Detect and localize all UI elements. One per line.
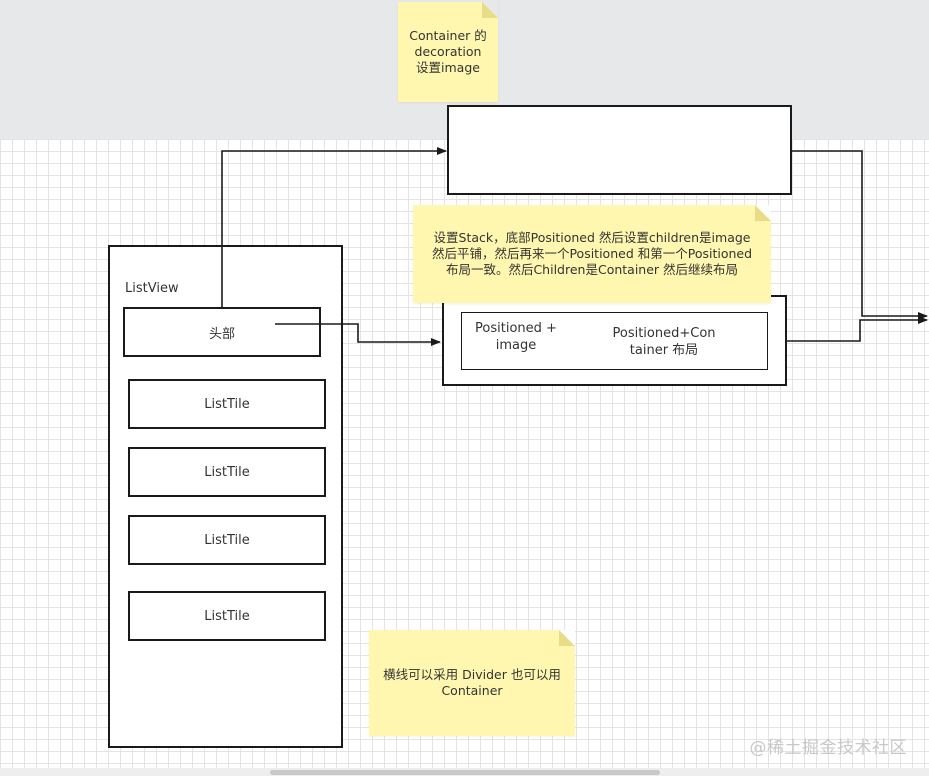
note-fold-icon	[482, 2, 498, 18]
note-stack-description[interactable]: 设置Stack，底部Positioned 然后设置children是image …	[413, 205, 771, 303]
note-divider-hint[interactable]: 横线可以采用 Divider 也可以用 Container	[369, 630, 575, 736]
connector-header-to-stack	[275, 323, 441, 346]
stack-right-label: Positioned+Con tainer 布局	[612, 326, 716, 358]
list-tile[interactable]: ListTile	[128, 591, 326, 641]
list-tile[interactable]: ListTile	[128, 515, 326, 565]
listview-label: ListView	[125, 281, 179, 296]
note-text: 横线可以采用 Divider 也可以用 Container	[383, 667, 561, 698]
stack-left-label: Positioned + image	[475, 321, 557, 353]
list-tile[interactable]: ListTile	[128, 447, 326, 497]
note-fold-icon	[559, 630, 575, 646]
listview-header[interactable]: 头部	[123, 307, 321, 357]
note-text: 设置Stack，底部Positioned 然后设置children是image …	[431, 230, 753, 277]
container-image-box[interactable]	[447, 105, 792, 195]
note-container-decoration[interactable]: Container 的 decoration 设置image	[398, 2, 498, 102]
stack-inner-box[interactable]	[461, 312, 768, 370]
connector-header-to-container	[221, 147, 447, 307]
scrollbar-thumb[interactable]	[270, 770, 660, 775]
connector-stack-to-right	[787, 316, 928, 342]
watermark: @稀土掘金技术社区	[749, 738, 907, 758]
list-tile[interactable]: ListTile	[128, 379, 326, 429]
connector-container-to-right	[792, 150, 928, 320]
note-fold-icon	[755, 205, 771, 221]
note-text: Container 的 decoration 设置image	[409, 28, 487, 75]
